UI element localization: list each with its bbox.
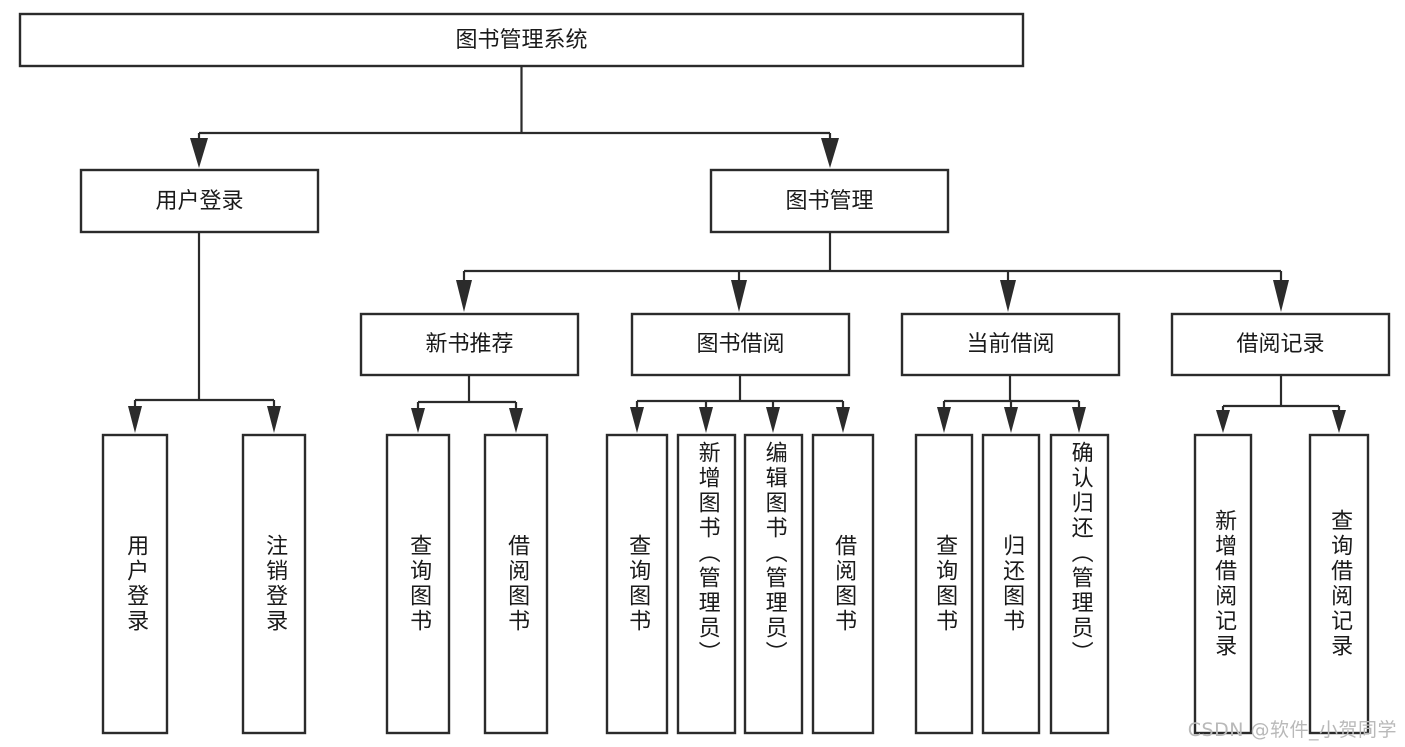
csdn-watermark: CSDN @软件_小贺同学 — [1187, 719, 1397, 741]
node-book-manage[interactable]: 图书管理 — [709, 168, 950, 234]
node-new-book-rec-box[interactable] — [359, 312, 580, 377]
node-user-login-label: 用户登录 — [155, 189, 243, 214]
node-root-box[interactable] — [18, 12, 1025, 68]
node-leaf-edit-book-box[interactable] — [743, 433, 804, 735]
node-leaf-user-login-box[interactable] — [101, 433, 169, 735]
arrowhead-leaf-borrow-book-rec — [509, 408, 523, 433]
node-current-borrow-label: 当前借阅 — [966, 332, 1054, 357]
node-new-book-rec[interactable]: 新书推荐 — [359, 312, 580, 377]
node-user-login[interactable]: 用户登录 — [79, 168, 320, 234]
connector-bookmanage-to-level3 — [456, 232, 1289, 312]
node-root[interactable]: 图书管理系统 — [18, 12, 1025, 68]
connector-borrowrecord-to-leaves — [1216, 375, 1346, 433]
arrowhead-leaf-user-login — [128, 406, 142, 433]
node-user-login-box[interactable] — [79, 168, 320, 234]
arrowhead-leaf-edit-book — [766, 407, 780, 433]
node-borrow-record[interactable]: 借阅记录 — [1170, 312, 1391, 377]
arrowhead-leaf-add-book — [699, 407, 713, 433]
arrowhead-leaf-logout — [267, 406, 281, 433]
leaf-node-boxes — [101, 433, 1370, 735]
node-leaf-borrow-book-b-box[interactable] — [811, 433, 875, 735]
node-borrow-record-box[interactable] — [1170, 312, 1391, 377]
arrowhead-current-borrow — [1000, 280, 1016, 312]
node-current-borrow-box[interactable] — [900, 312, 1121, 377]
arrowhead-book-manage — [821, 138, 839, 168]
node-leaf-query-book-c-box[interactable] — [914, 433, 974, 735]
connector-newbookrec-to-leaves — [411, 375, 523, 433]
connector-currentborrow-to-leaves — [937, 375, 1086, 433]
arrowhead-user-login — [190, 138, 208, 168]
connector-root-to-level2 — [190, 66, 839, 168]
node-book-borrow-label: 图书借阅 — [696, 332, 784, 357]
arrowhead-leaf-query-book-c — [937, 407, 951, 433]
node-leaf-confirm-return-box[interactable] — [1049, 433, 1110, 735]
node-leaf-query-book-rec-box[interactable] — [385, 433, 451, 735]
node-leaf-return-book-box[interactable] — [981, 433, 1041, 735]
arrowhead-new-book-rec — [456, 280, 472, 312]
node-leaf-logout-box[interactable] — [241, 433, 307, 735]
node-book-manage-label: 图书管理 — [785, 189, 873, 214]
arrowhead-leaf-add-record — [1216, 410, 1230, 433]
node-book-borrow-box[interactable] — [630, 312, 851, 377]
node-leaf-query-record-box[interactable] — [1308, 433, 1370, 735]
connector-userlogin-to-leaves — [128, 232, 281, 433]
node-borrow-record-label: 借阅记录 — [1236, 332, 1324, 357]
node-leaf-add-book-box[interactable] — [676, 433, 737, 735]
node-root-label: 图书管理系统 — [455, 28, 587, 53]
arrowhead-book-borrow — [731, 280, 747, 312]
arrowhead-leaf-confirm-return — [1072, 407, 1086, 433]
node-current-borrow[interactable]: 当前借阅 — [900, 312, 1121, 377]
node-leaf-borrow-book-rec-box[interactable] — [483, 433, 549, 735]
arrowhead-leaf-query-record — [1332, 410, 1346, 433]
arrowhead-borrow-record — [1273, 280, 1289, 312]
node-leaf-add-record-box[interactable] — [1193, 433, 1253, 735]
connector-bookborrow-to-leaves — [630, 375, 850, 433]
node-book-borrow[interactable]: 图书借阅 — [630, 312, 851, 377]
arrowhead-leaf-query-book-b — [630, 407, 644, 433]
arrowhead-leaf-borrow-book-b — [836, 407, 850, 433]
node-book-manage-box[interactable] — [709, 168, 950, 234]
arrowhead-leaf-query-book-rec — [411, 408, 425, 433]
arrowhead-leaf-return-book — [1004, 407, 1018, 433]
node-new-book-rec-label: 新书推荐 — [425, 332, 513, 357]
node-leaf-query-book-b-box[interactable] — [605, 433, 669, 735]
